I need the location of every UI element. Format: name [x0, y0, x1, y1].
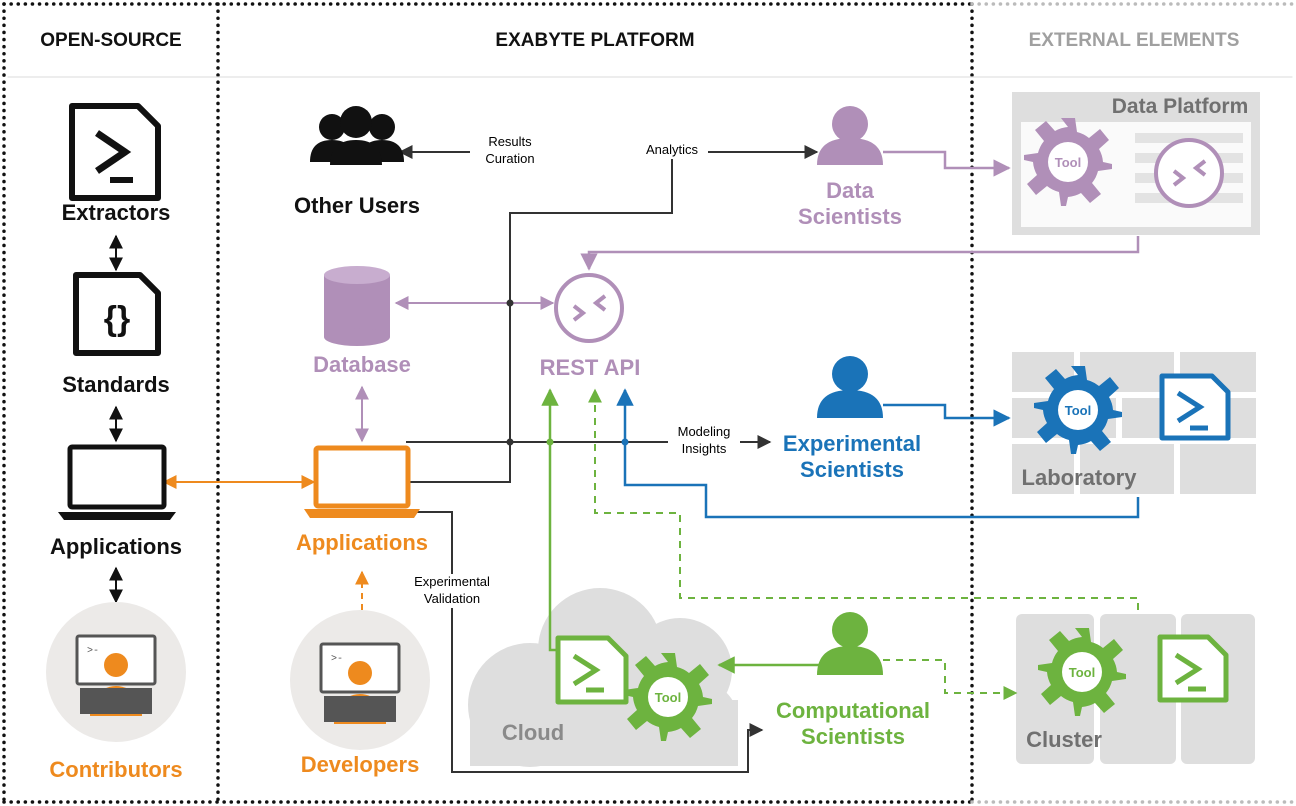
terminal-icon — [555, 635, 629, 705]
person-icon — [817, 356, 883, 418]
database-label: Database — [313, 352, 411, 377]
tool-label: Tool — [1069, 665, 1095, 680]
label-line: Scientists — [798, 204, 902, 230]
cluster-label: Cluster — [1026, 727, 1102, 752]
person-icon — [817, 612, 883, 675]
label-line: Scientists — [800, 457, 904, 483]
users-icon — [310, 106, 404, 165]
contributor-icon: >- — [46, 602, 186, 742]
tool-label: Tool — [655, 690, 681, 705]
data-scientists-label: Data Scientists — [760, 178, 940, 231]
applications-os-label: Applications — [49, 534, 182, 559]
developers-label: Developers — [300, 752, 420, 777]
laptop-icon — [58, 444, 176, 520]
laptop-icon — [304, 445, 420, 518]
modeling-insights-label: Modeling Insights — [668, 424, 740, 458]
cloud-label: Cloud — [501, 720, 565, 745]
gear-icon — [1024, 118, 1112, 206]
terminal-icon — [1159, 373, 1231, 441]
extractors-label: Extractors — [61, 200, 171, 225]
tool-label: Tool — [1065, 403, 1091, 418]
gear-icon — [1038, 628, 1126, 716]
gear-icon — [624, 653, 712, 741]
experimental-validation-label: Experimental Validation — [400, 574, 504, 608]
label-line: Curation — [485, 150, 535, 166]
svg-text:>-: >- — [87, 646, 99, 657]
label-line: Modeling — [677, 424, 731, 439]
person-icon — [817, 106, 883, 165]
terminal-icon — [69, 103, 161, 201]
gear-icon — [1034, 366, 1122, 454]
computational-scientists-label: Computational Scientists — [758, 698, 948, 751]
results-curation-label: Results Curation — [470, 134, 550, 168]
api-icon — [1154, 138, 1224, 208]
api-icon — [554, 273, 624, 343]
terminal-icon — [1157, 634, 1229, 703]
developer-icon: >- — [290, 610, 430, 750]
laboratory-label: Laboratory — [1021, 465, 1137, 490]
cloud-icon — [468, 588, 738, 767]
label-line: Computational — [776, 698, 930, 723]
section-header-external: EXTERNAL ELEMENTS — [1028, 30, 1240, 51]
tool-label: Tool — [1055, 155, 1081, 170]
applications-platform-label: Applications — [295, 530, 428, 555]
braces-icon: {} — [73, 272, 161, 356]
standards-label: Standards — [62, 372, 170, 397]
label-line: Validation — [423, 590, 481, 606]
label-line: Scientists — [801, 724, 905, 750]
other-users-label: Other Users — [294, 193, 420, 218]
database-icon — [324, 266, 390, 346]
analytics-label: Analytics — [636, 142, 708, 159]
contributors-label: Contributors — [49, 757, 183, 782]
section-header-platform: EXABYTE PLATFORM — [495, 30, 695, 51]
label-line: Experimental — [782, 431, 922, 456]
data-platform-label: Data Platform — [1111, 95, 1249, 118]
label-line: Experimental — [414, 574, 490, 589]
section-header-open-source: OPEN-SOURCE — [40, 30, 182, 51]
label-line: Results — [488, 134, 532, 149]
experimental-scientists-label: Experimental Scientists — [762, 431, 942, 484]
label-line: Insights — [681, 440, 727, 456]
svg-text:>-: >- — [331, 654, 343, 665]
svg-text:{}: {} — [104, 300, 130, 338]
label-line: Data — [826, 178, 874, 203]
rest-api-label: REST API — [539, 355, 641, 380]
